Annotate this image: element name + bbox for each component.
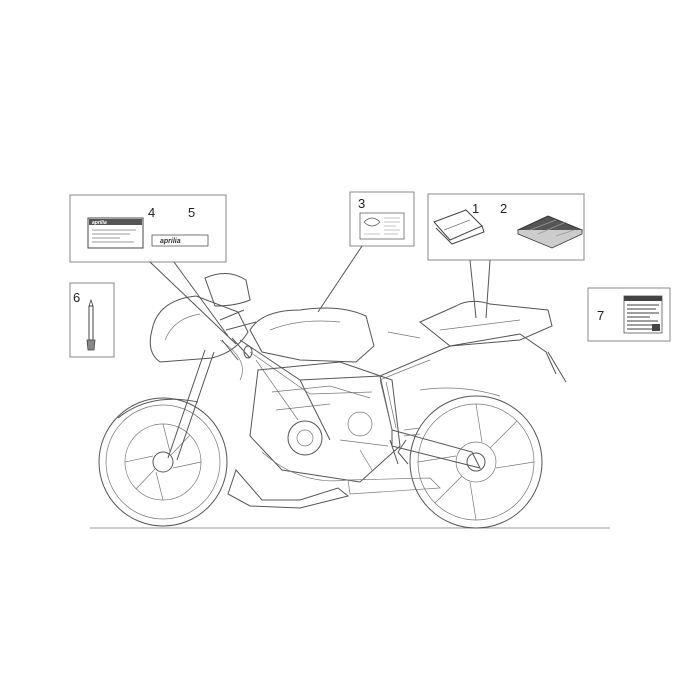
part-4-info-label[interactable]: aprilia [87, 217, 144, 249]
callout-7: 7 [597, 308, 604, 323]
part-5-brand-text: aprilia [160, 238, 181, 245]
leader-3 [317, 245, 363, 313]
callout-2: 2 [500, 201, 507, 216]
front-fairing [204, 273, 251, 307]
leader-1 [469, 259, 477, 319]
part-4-brand-text: aprilia [92, 220, 107, 226]
decal-group-4-5: aprilia 4 aprilia 5 [69, 194, 237, 345]
callout-1: 1 [472, 201, 479, 216]
callout-4: 4 [148, 205, 155, 220]
fuel-tank [249, 307, 375, 363]
leader-2 [485, 259, 491, 319]
part-1-document-pouch[interactable] [433, 209, 485, 245]
tool-group-6: 6 [69, 282, 115, 358]
motorcycle-illustration [98, 273, 567, 529]
front-wheel [98, 397, 228, 527]
leader-4 [149, 261, 237, 345]
engine [249, 361, 401, 483]
callout-3: 3 [358, 196, 365, 211]
swingarm [391, 429, 481, 469]
part-7-instruction-decal[interactable] [623, 295, 663, 334]
leader-5 [173, 261, 229, 337]
rear-wheel [409, 395, 543, 529]
callout-6: 6 [73, 290, 80, 305]
decal-group-3: 3 [317, 191, 415, 313]
frame [239, 333, 521, 441]
front-fork [167, 349, 215, 461]
part-5-logo-decal[interactable]: aprilia [151, 234, 209, 247]
part-3-tire-pressure-label[interactable] [359, 212, 405, 240]
parts-group-1-2: 1 2 [427, 193, 585, 319]
decal-group-7: 7 [587, 287, 671, 342]
belly-fairing [227, 469, 350, 509]
tail-section [419, 300, 553, 347]
part-2-owners-manual[interactable] [516, 215, 584, 249]
callout-5: 5 [188, 205, 195, 220]
part-6-hex-key[interactable] [86, 298, 96, 351]
